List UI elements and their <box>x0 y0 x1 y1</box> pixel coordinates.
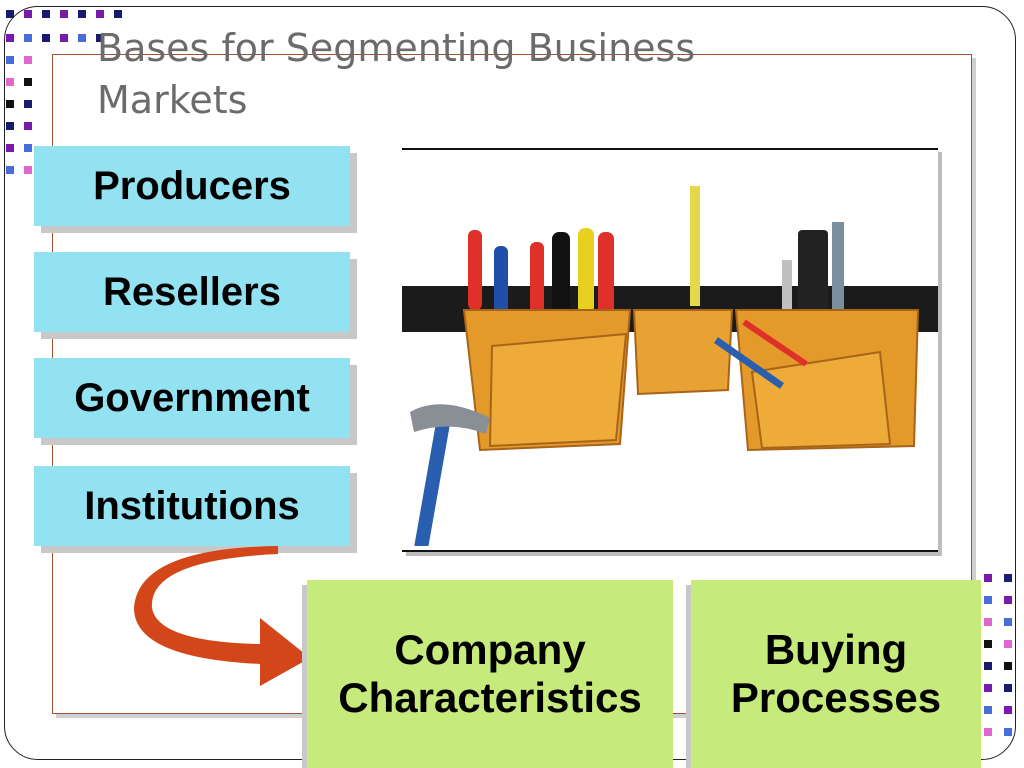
decorative-square <box>24 100 32 108</box>
decorative-square <box>984 618 992 626</box>
buying-processes-line2: Processes <box>730 674 942 721</box>
decorative-square <box>1004 596 1012 604</box>
decorative-square <box>42 10 50 18</box>
slide-title: Bases for Segmenting Business Markets <box>97 26 696 122</box>
decorative-square <box>6 122 14 130</box>
decorative-square <box>6 166 14 174</box>
decorative-square <box>984 574 992 582</box>
decorative-square <box>1004 684 1012 692</box>
decorative-square <box>24 78 32 86</box>
decorative-square <box>6 34 14 42</box>
decorative-square <box>984 662 992 670</box>
tool-belt-image <box>402 148 938 552</box>
curved-arrow-icon <box>134 546 310 686</box>
segment-government: Government <box>34 358 350 438</box>
decorative-squares-bottom-right <box>984 574 1012 736</box>
decorative-square <box>78 34 86 42</box>
decorative-square <box>1004 618 1012 626</box>
decorative-square <box>984 684 992 692</box>
decorative-square <box>60 10 68 18</box>
decorative-square <box>24 144 32 152</box>
decorative-square <box>984 728 992 736</box>
decorative-square <box>1004 728 1012 736</box>
decorative-square <box>96 34 104 42</box>
tool-belt-icon <box>402 186 938 549</box>
decorative-square <box>96 10 104 18</box>
segment-resellers: Resellers <box>34 252 350 332</box>
decorative-square <box>1004 640 1012 648</box>
decorative-square <box>6 56 14 64</box>
decorative-square <box>1004 574 1012 582</box>
company-characteristics-line1: Company <box>394 626 586 673</box>
company-characteristics-box: Company Characteristics <box>307 580 673 768</box>
segment-institutions: Institutions <box>34 466 350 546</box>
segment-producers: Producers <box>34 146 350 226</box>
decorative-square <box>24 56 32 64</box>
decorative-square <box>60 34 68 42</box>
decorative-square <box>24 122 32 130</box>
buying-processes-box: Buying Processes <box>691 580 981 768</box>
decorative-square <box>1004 662 1012 670</box>
decorative-square <box>78 10 86 18</box>
company-characteristics-line2: Characteristics <box>338 674 642 721</box>
decorative-square <box>114 10 122 18</box>
decorative-squares-top-left <box>6 10 122 174</box>
decorative-square <box>984 596 992 604</box>
decorative-square <box>984 706 992 714</box>
decorative-square <box>1004 706 1012 714</box>
decorative-square <box>984 640 992 648</box>
decorative-square <box>6 100 14 108</box>
decorative-square <box>6 10 14 18</box>
decorative-square <box>24 34 32 42</box>
decorative-square <box>24 166 32 174</box>
decorative-square <box>6 144 14 152</box>
decorative-square <box>42 34 50 42</box>
buying-processes-line1: Buying <box>764 626 908 673</box>
decorative-square <box>24 10 32 18</box>
decorative-square <box>6 78 14 86</box>
